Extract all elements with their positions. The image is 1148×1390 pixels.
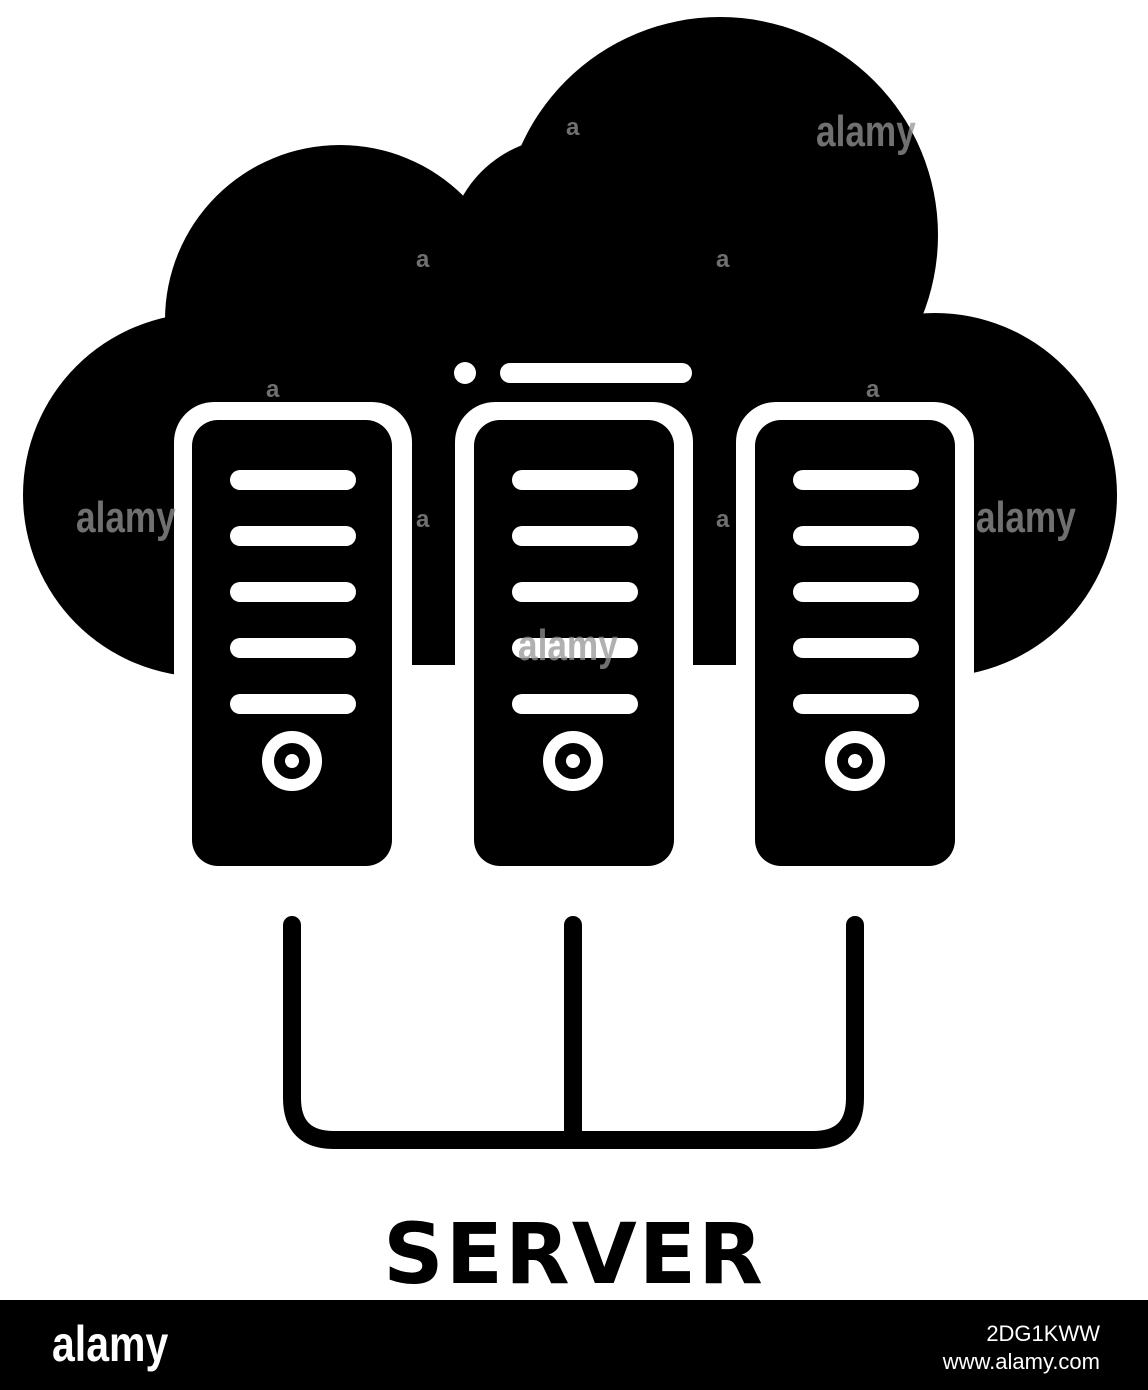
cloud-server-icon xyxy=(23,17,1117,1149)
server-tower-icon xyxy=(192,420,392,866)
footer-image-id: 2DG1KWW xyxy=(986,1321,1100,1346)
icon-caption: SERVER xyxy=(383,1205,765,1303)
cloud-indicator xyxy=(454,362,692,384)
stock-footer-bar: alamy 2DG1KWW www.alamy.com xyxy=(0,1300,1148,1390)
server-tower-icon xyxy=(474,420,674,866)
server-connector-lines xyxy=(283,916,864,1149)
footer-brand-logo: alamy xyxy=(52,1316,169,1372)
footer-site-url: www.alamy.com xyxy=(942,1349,1100,1374)
server-tower-icon xyxy=(755,420,955,866)
